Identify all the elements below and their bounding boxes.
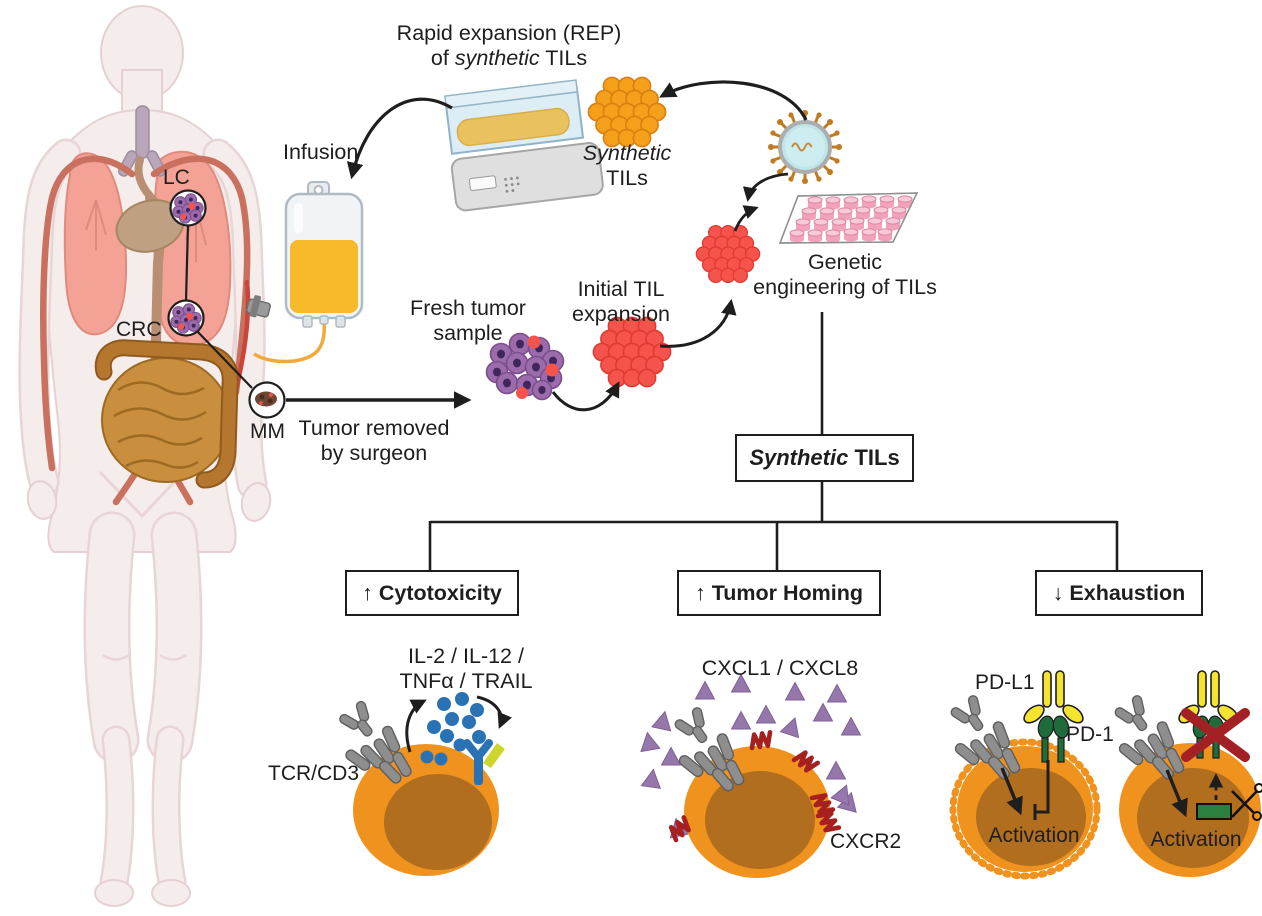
exhausted-membrane-ragged-edge [949, 738, 1101, 880]
infusion-label: Infusion [283, 140, 359, 164]
infusion-vein [233, 279, 251, 393]
fresh-tumor-label: Fresh tumor sample [410, 296, 526, 345]
lc-label: LC [163, 166, 190, 189]
iv-tube [253, 321, 326, 364]
activation-label-exhausted: Activation [988, 824, 1080, 847]
pd-l1-label: PD-L1 [975, 671, 1035, 694]
rep-bioreactor [444, 79, 604, 212]
lungs [63, 150, 232, 347]
workflow-arrows [286, 80, 808, 412]
cytokine-receptor-icon [463, 739, 493, 764]
initial-til-cluster [592, 316, 672, 388]
gene-cassette-icon [1196, 803, 1232, 820]
tumor-homing-cell [637, 674, 862, 878]
virus-vector-icon [768, 110, 842, 184]
cytokine-dots [420, 692, 486, 766]
genetic-engineering-label: Genetic engineering of TILs [753, 250, 937, 299]
well-plate [778, 192, 919, 244]
exhausted-cell [932, 670, 1101, 880]
infusion-fluid [290, 240, 358, 313]
rapid-expansion-line2: of synthetic TILs [430, 46, 588, 70]
viral-rna [791, 142, 813, 152]
scissors-icon [1231, 783, 1262, 821]
tumor-homing-box: ↑ Tumor Homing [677, 570, 881, 616]
pd-1-label: PD-1 [1066, 723, 1114, 746]
intestines [94, 339, 239, 489]
cytotoxicity-cell [321, 692, 512, 876]
expanded-til-cluster [695, 224, 761, 284]
cytotoxicity-box: ↑ Cytotoxicity [345, 570, 519, 616]
initial-til-expansion-label: Initial TIL expansion [571, 277, 671, 326]
synthetic-tils-cluster-label: Synthetic TILs [582, 141, 672, 190]
crc-label: CRC [116, 318, 162, 341]
tumor-removed-label: Tumor removed by surgeon [298, 416, 450, 465]
tumor-site-callouts [167, 189, 286, 419]
exhaustion-box: ↓ Exhaustion [1035, 570, 1203, 616]
mm-label: MM [250, 420, 285, 443]
patient-body-illustration [18, 5, 286, 907]
inhibition-bar [1033, 760, 1050, 820]
rapid-expansion-line1: Rapid expansion (REP) [396, 21, 622, 45]
culture-media [456, 107, 570, 147]
cxcl-label: CXCL1 / CXCL8 [701, 656, 859, 680]
cytokines-label: IL-2 / IL-12 / TNFα / TRAIL [399, 644, 533, 693]
rapid-expansion-label: Rapid expansion (REP) of synthetic TILs [397, 21, 622, 71]
engineered-cell [1096, 670, 1262, 877]
activation-label-engineered: Activation [1150, 828, 1242, 851]
infusion-arrow [346, 97, 453, 180]
synthetic-tils-box: Synthetic TILs [735, 434, 914, 482]
fresh-tumor-cluster [485, 332, 565, 401]
branch-tree-lines [428, 312, 1119, 570]
synthetic-til-cluster [587, 76, 667, 148]
iv-clamp [246, 295, 271, 318]
knockout-x-icon [1181, 708, 1250, 762]
cxcr2-label: CXCR2 [830, 830, 902, 853]
pd1-receptor-icon [1037, 715, 1070, 763]
tcr-cd3-label: TCR/CD3 [268, 762, 360, 785]
pdl1-molecule-icon [1023, 670, 1084, 724]
cytokine-receptor-accent [483, 743, 505, 768]
iv-bag [246, 181, 364, 364]
